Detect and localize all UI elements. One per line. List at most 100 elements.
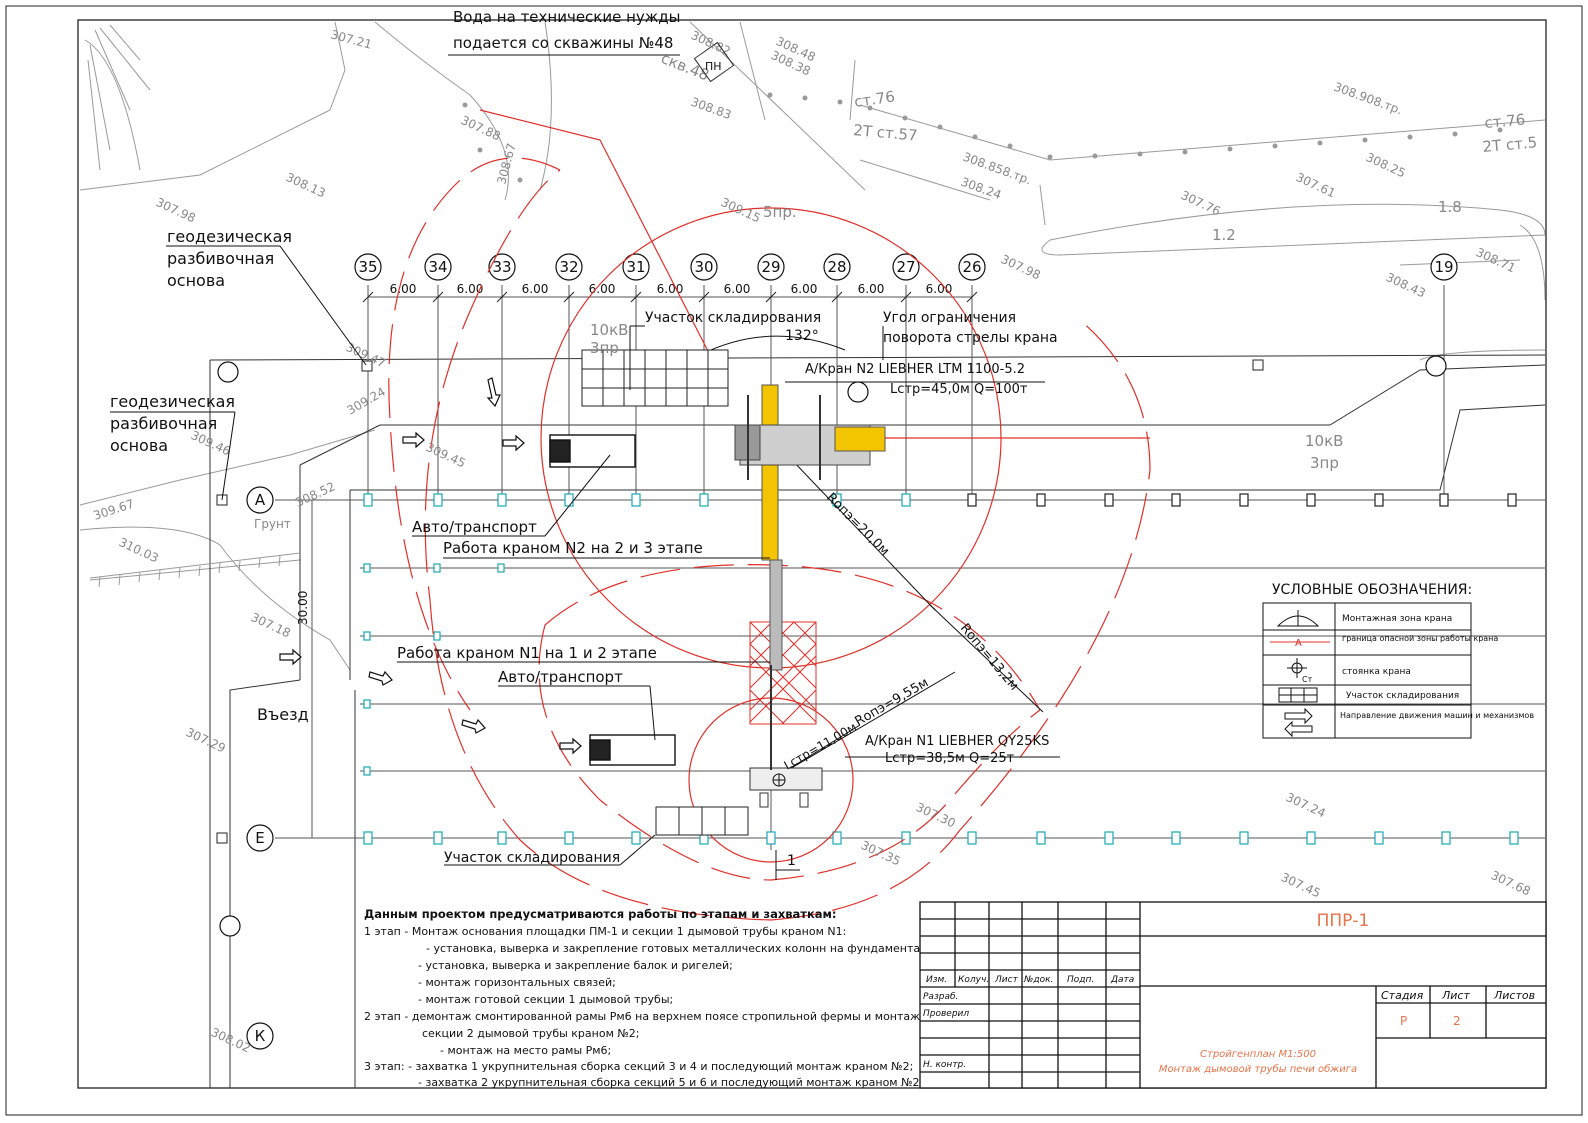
- callout-leaders: [110, 54, 884, 880]
- storage-label-2: Участок складирования: [444, 850, 620, 866]
- tr-2: 308.908.тр.: [1332, 80, 1404, 118]
- elev-2: 308.82: [689, 28, 733, 58]
- stamp-stage-h: Стадия: [1381, 989, 1424, 1002]
- note-water-2: подается со скважины №48: [453, 34, 673, 52]
- spacing-1: 6.00: [390, 282, 417, 296]
- elev-8: 307.98: [154, 195, 198, 225]
- geodetic-2-l3: основа: [110, 436, 168, 455]
- axis-26: 26: [962, 258, 981, 276]
- angle-note-l2: поворота стрелы крана: [883, 330, 1058, 346]
- axis-E: Е: [255, 829, 264, 847]
- trucks: [549, 434, 676, 766]
- geodetic-2-l2: разбивочная: [110, 414, 217, 433]
- spacing-7: 6.00: [791, 282, 818, 296]
- axis-31: 31: [626, 258, 645, 276]
- stamp-h-kol: Колуч.: [958, 975, 989, 985]
- radius-20: Rопэ=20,0м: [823, 490, 892, 559]
- st76-1: ст.76: [853, 87, 896, 111]
- notes-line-5: - монтаж готовой секции 1 дымовой трубы;: [418, 993, 673, 1006]
- elev-14: 308.71: [1474, 245, 1518, 275]
- t2st57: 2Т ст.57: [853, 121, 919, 145]
- notes-line-3: - установка, выверка и закрепление балок…: [418, 959, 733, 972]
- elev-6: 307.88: [459, 113, 503, 143]
- pr5: 5пр.: [763, 203, 797, 221]
- lstr-11: Lстр=11,00м: [782, 720, 859, 773]
- stamp-code: ППР-1: [1317, 911, 1370, 931]
- well-box: [693, 41, 735, 83]
- elev-13: 308.25: [1364, 150, 1408, 180]
- note-water-1: Вода на технические нужды: [453, 8, 681, 26]
- axis-32: 32: [559, 258, 578, 276]
- spacing-8: 6.00: [858, 282, 885, 296]
- grunt-label: Грунт: [254, 517, 291, 531]
- v12: 1.2: [1212, 226, 1236, 244]
- elev-26: 307.24: [1284, 790, 1328, 820]
- stamp-h-date: Дата: [1110, 975, 1134, 985]
- legend-zone-icon: [1276, 615, 1320, 627]
- inner-frame: [77, 19, 1547, 1089]
- stamp-stage: Р: [1400, 1014, 1407, 1028]
- stamp-sheet-h: Лист: [1441, 989, 1470, 1002]
- elev-10: 308.24: [959, 175, 1003, 203]
- dimension-ticks: [362, 291, 978, 303]
- elev-9: 309.15: [719, 195, 763, 225]
- notes-line-10: - захватка 2 укрупнительная сборка секци…: [418, 1076, 920, 1089]
- legend-box: [1262, 602, 1472, 739]
- elev-30: 307.68: [1489, 868, 1533, 898]
- axis-34: 34: [428, 258, 447, 276]
- axis-labels: 35 34 33 32 31 30 29 28 27 26 19 А Е К: [255, 258, 1454, 1045]
- outer-frame: [5, 5, 1583, 1116]
- entry-label: Въезд: [257, 705, 309, 724]
- stamp-role-1: Разраб.: [923, 992, 958, 1002]
- stamp-h-doc: №док.: [1023, 975, 1053, 985]
- terrain-lines: [79, 21, 1546, 671]
- terrain-annotations: ст.76 2Т ст.57 ст.76 2Т ст.5 1.2 1.8 10к…: [254, 49, 1538, 531]
- tr-labels: 308.858.тр. 308.908.тр.: [961, 80, 1404, 188]
- elev-1: 307.21: [329, 27, 373, 51]
- chimney-section: [749, 621, 817, 725]
- dim-vertical: 30.00: [296, 591, 310, 625]
- elev-23: 307.18: [249, 610, 293, 640]
- geodetic-1-l3: основа: [167, 271, 225, 290]
- kv10-1: 10кВ: [590, 321, 628, 339]
- elev-15: 308.43: [1384, 270, 1428, 300]
- legend-row-1: Монтажная зона крана: [1342, 614, 1452, 624]
- axis-28: 28: [827, 258, 846, 276]
- legend-title: УСЛОВНЫЕ ОБОЗНАЧЕНИЯ:: [1272, 582, 1472, 598]
- stamp-title-2: Монтаж дымовой трубы печи обжига: [1159, 1063, 1357, 1075]
- geodetic-2-l1: геодезическая: [110, 392, 235, 411]
- work-crane-1: Работа краном N1 на 1 и 2 этапе: [397, 644, 657, 662]
- work-crane-2: Работа краном N2 на 2 и 3 этапе: [443, 539, 703, 557]
- fence-dots: [462, 92, 1503, 183]
- notes-title: Данным проектом предусматриваются работы…: [364, 907, 837, 921]
- elev-28: 307.35: [859, 838, 903, 868]
- notes-line-6: 2 этап - демонтаж смонтированной рамы Рм…: [364, 1010, 920, 1023]
- notes-line-4: - монтаж горизонтальных связей;: [418, 976, 616, 989]
- pr3-1: 3пр: [590, 339, 619, 357]
- stamp-h-sign: Подп.: [1067, 975, 1094, 985]
- notes-line-7: секции 2 дымовой трубы краном №2;: [422, 1027, 640, 1040]
- elevations: 307.21 308.82 308.48 308.38 308.83 307.8…: [92, 27, 1533, 1055]
- legend-row-4: Участок складирования: [1346, 691, 1459, 701]
- elev-22: 310.03: [117, 535, 161, 565]
- geodetic-1-l2: разбивочная: [167, 249, 274, 268]
- geodetic-1-l1: геодезическая: [167, 227, 292, 246]
- section-mark: 1: [787, 853, 796, 869]
- stamp-role-2: Проверил: [923, 1009, 969, 1019]
- hatch-ruler: [89, 552, 301, 588]
- storage-label-1: Участок складирования: [645, 310, 821, 326]
- axis-35: 35: [358, 258, 377, 276]
- direction-arrows: [279, 377, 582, 755]
- legend-arrow-icon: [1284, 707, 1313, 725]
- crane-2-l1: А/Кран N2 LIEBHER LTM 1100-5.2: [805, 362, 1025, 377]
- crane-1-l2: Lстр=38,5м Q=25т: [885, 751, 1015, 766]
- well-code: ПН: [705, 60, 722, 73]
- t2st5: 2Т ст.5: [1482, 133, 1538, 156]
- elev-32: 308.67: [494, 142, 518, 186]
- axis-33: 33: [492, 258, 511, 276]
- axis-K: К: [255, 1027, 266, 1045]
- legend-symbol-ct: Ст: [1302, 675, 1313, 684]
- crane-2: [734, 384, 886, 671]
- spacing-4: 6.00: [589, 282, 616, 296]
